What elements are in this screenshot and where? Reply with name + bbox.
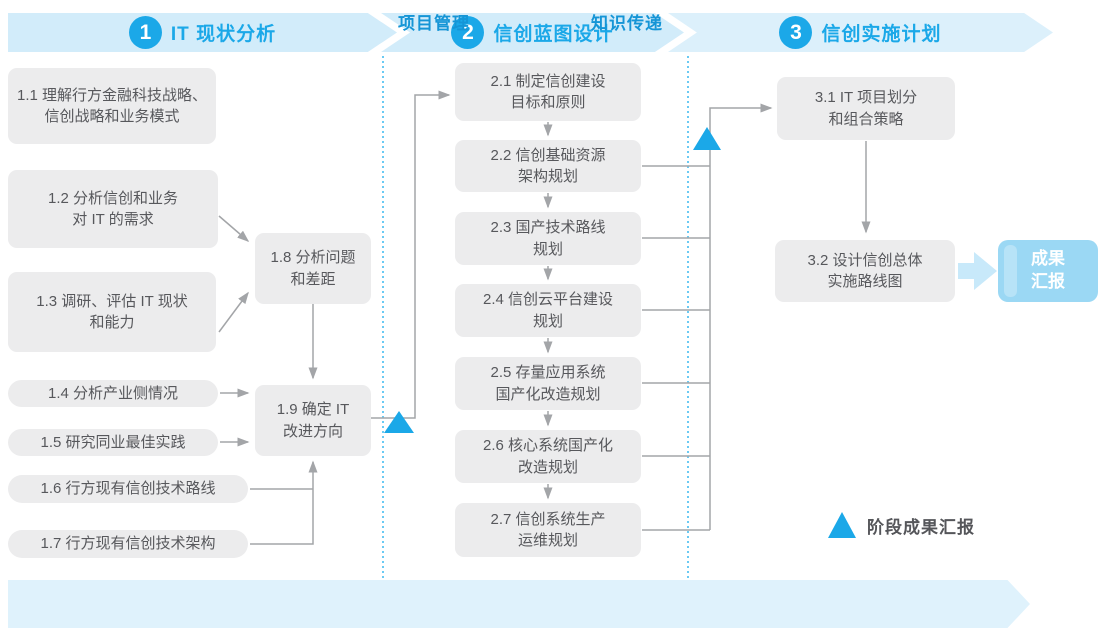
legend-label: 阶段成果汇报 xyxy=(867,517,975,537)
node-3-1: 3.1 IT 项目划分 和组合策略 xyxy=(777,77,955,140)
node-1-5: 1.5 研究同业最佳实践 xyxy=(8,429,218,456)
phase1-title: IT 现状分析 xyxy=(170,24,277,45)
node-2-7: 2.7 信创系统生产 运维规划 xyxy=(455,503,641,557)
bottom-label-knowledge-transfer: 知识传递 xyxy=(591,14,663,33)
node-2-5: 2.5 存量应用系统 国产化改造规划 xyxy=(455,357,641,410)
node-1-4: 1.4 分析产业侧情况 xyxy=(8,380,218,407)
phase3-number-badge: 3 xyxy=(779,16,813,49)
milestone-triangle-phase1-icon xyxy=(384,411,414,433)
node-2-3: 2.3 国产技术路线 规划 xyxy=(455,212,641,265)
phase2-title: 信创蓝图设计 xyxy=(493,24,614,45)
node-1-7: 1.7 行方现有信创技术架构 xyxy=(8,530,248,558)
bottom-label-project-management: 项目管理 xyxy=(398,14,470,33)
phase2-number-badge: 2 xyxy=(451,16,485,49)
node-2-4: 2.4 信创云平台建设 规划 xyxy=(455,284,641,337)
milestone-triangle-phase2-icon xyxy=(693,127,721,150)
phase3-title: 信创实施计划 xyxy=(821,24,942,45)
legend: 阶段成果汇报 xyxy=(828,512,975,538)
result-report-box: 成果 汇报 xyxy=(998,240,1098,302)
node-1-2: 1.2 分析信创和业务 对 IT 的需求 xyxy=(8,170,218,248)
phase1-number-badge: 1 xyxy=(128,16,162,49)
node-1-1: 1.1 理解行方金融科技战略、 信创战略和业务模式 xyxy=(8,68,216,144)
node-2-6: 2.6 核心系统国产化 改造规划 xyxy=(455,430,641,483)
result-box-highlight-stripe xyxy=(1004,245,1017,297)
node-2-1: 2.1 制定信创建设 目标和原则 xyxy=(455,63,641,121)
milestone-triangle-legend-icon xyxy=(828,512,856,538)
node-1-8: 1.8 分析问题 和差距 xyxy=(255,233,371,304)
connector-1-9-to-2-1 xyxy=(371,90,451,419)
result-arrow-icon xyxy=(958,252,997,290)
phase3-banner: 3 信创实施计划 xyxy=(668,13,1053,52)
connector-1-2-to-1-8 xyxy=(218,215,250,242)
connector-phase2-to-3-1 xyxy=(709,103,773,530)
node-2-2: 2.2 信创基础资源 架构规划 xyxy=(455,140,641,192)
node-1-9: 1.9 确定 IT 改进方向 xyxy=(255,385,371,456)
bottom-workstream-banner xyxy=(8,580,1030,628)
phase2-banner: 2 信创蓝图设计 xyxy=(381,13,684,52)
node-3-2: 3.2 设计信创总体 实施路线图 xyxy=(775,240,955,302)
phase1-banner: 1 IT 现状分析 xyxy=(8,13,397,52)
connector-1-3-to-1-8 xyxy=(218,291,249,333)
node-1-6: 1.6 行方现有信创技术路线 xyxy=(8,475,248,503)
result-report-label: 成果 汇报 xyxy=(1031,249,1065,291)
node-1-3: 1.3 调研、评估 IT 现状 和能力 xyxy=(8,272,216,352)
connector-1-7-to-1-9 xyxy=(250,460,318,545)
